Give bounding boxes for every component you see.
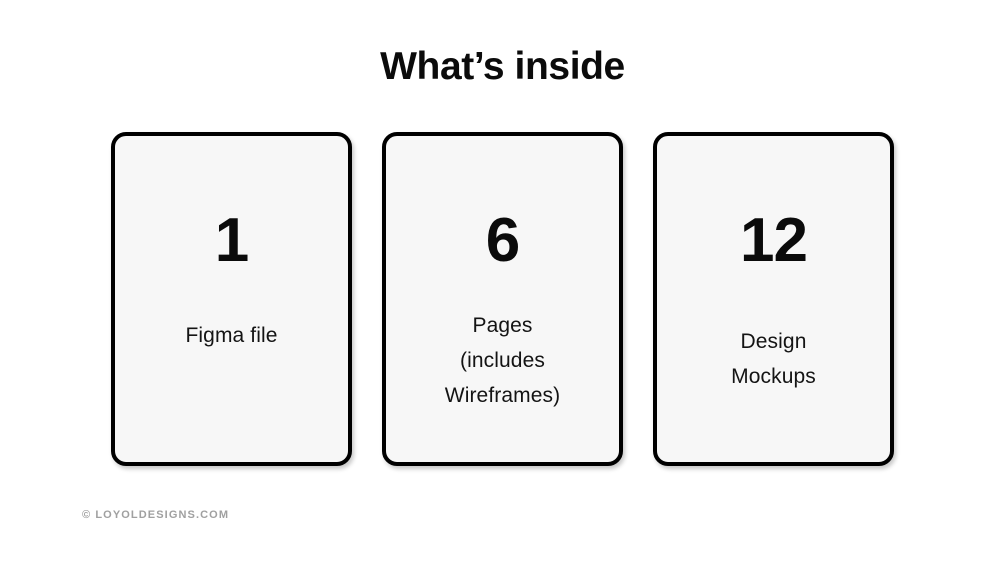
stats-card[interactable]: 6 Pages (includes Wireframes) (382, 132, 623, 466)
stats-card-number: 1 (214, 206, 249, 275)
stats-card-number: 12 (740, 206, 808, 275)
stats-card-label: Design Mockups (731, 330, 816, 388)
stats-card-row: 1 Figma file 6 Pages (includes Wireframe… (111, 132, 894, 466)
page-title: What’s inside (380, 45, 625, 88)
stats-card-label: Figma file (185, 324, 278, 347)
stats-card-label: Pages (includes Wireframes) (444, 314, 561, 407)
footer-credit: © LOYOLDESIGNS.COM (82, 509, 230, 521)
stats-card[interactable]: 1 Figma file (111, 132, 352, 466)
stats-card[interactable]: 12 Design Mockups (653, 132, 894, 466)
stats-card-number: 6 (485, 206, 520, 275)
